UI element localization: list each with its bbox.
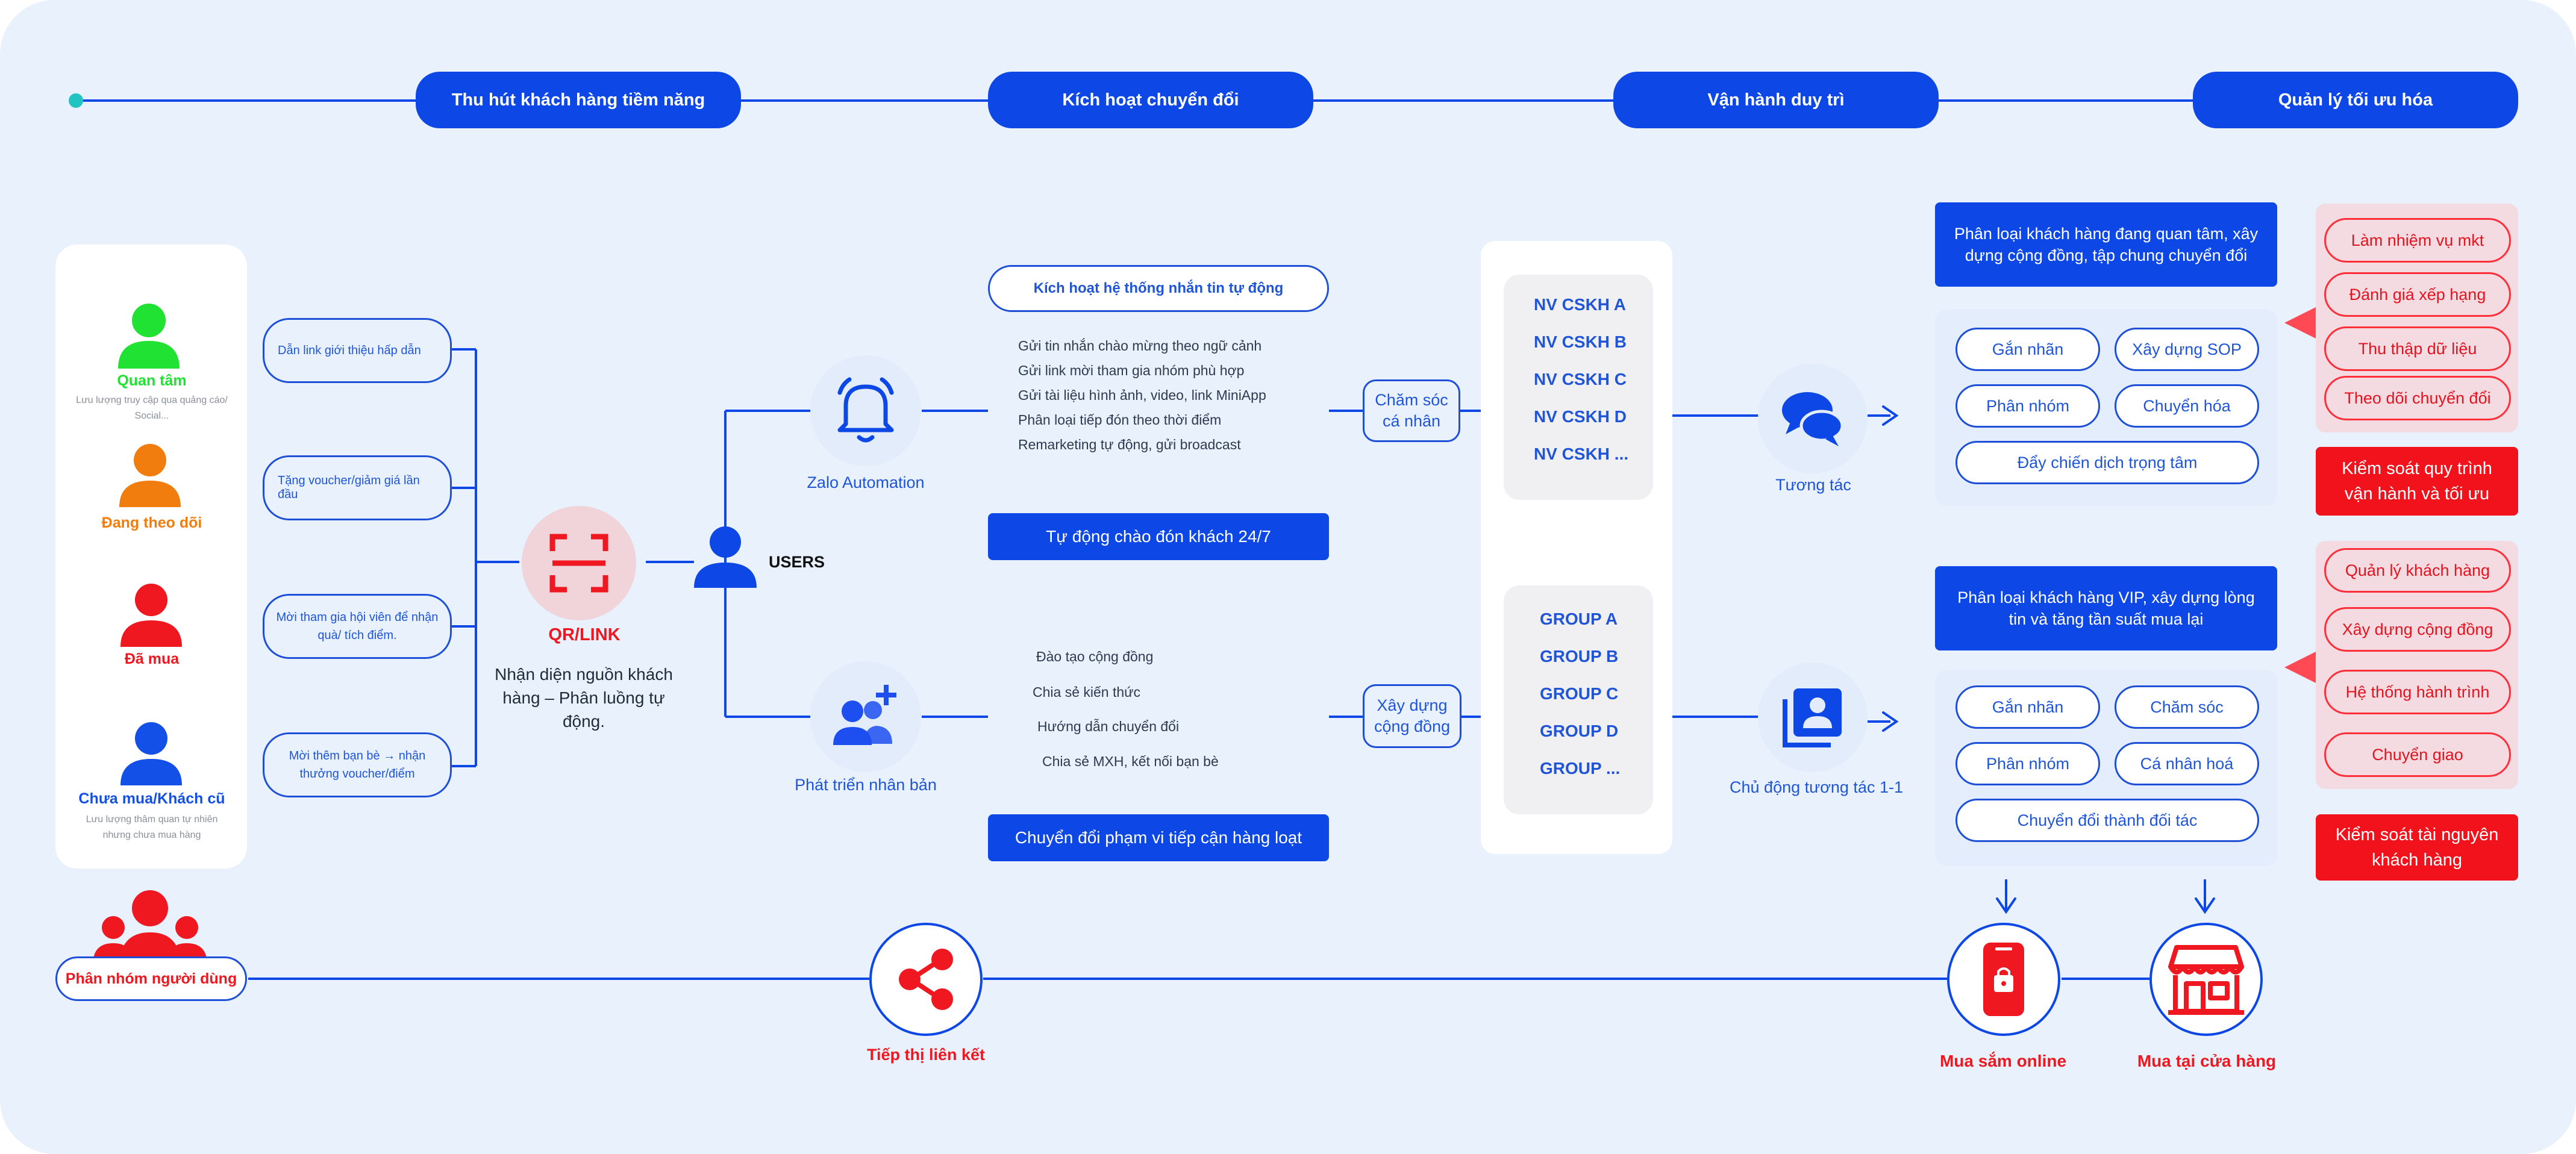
dev-footer[interactable]: Chuyển đổi phạm vi tiếp cận hàng loạt bbox=[988, 814, 1329, 861]
zalo-action: Gửi link mời tham gia nhóm phù hợp bbox=[1018, 363, 1245, 378]
group-item[interactable]: GROUP B bbox=[1540, 647, 1619, 666]
manage-top-box[interactable]: Kiểm soát quy trình vận hành và tối ưu bbox=[2316, 447, 2518, 516]
ops-tag[interactable]: Gắn nhãn bbox=[1955, 328, 2100, 371]
staff-list bbox=[1504, 275, 1653, 500]
zalo-action: Gửi tài liệu hình ảnh, video, link MiniA… bbox=[1018, 387, 1266, 403]
ops-tag[interactable]: Gắn nhãn bbox=[1955, 685, 2100, 729]
manage-item[interactable]: Làm nhiệm vụ mkt bbox=[2324, 218, 2511, 263]
source-pill[interactable]: Mời tham gia hội viên để nhận quà/ tích … bbox=[263, 594, 452, 659]
qr-title: QR/LINK bbox=[548, 625, 621, 644]
interact-label: Tương tác bbox=[1775, 476, 1851, 494]
add-users-icon[interactable] bbox=[810, 661, 921, 772]
user-group-icon bbox=[93, 889, 207, 967]
phase-optimize[interactable]: Quản lý tối ưu hóa bbox=[2193, 72, 2518, 128]
qr-scan-icon[interactable] bbox=[522, 506, 636, 620]
group-item[interactable]: GROUP D bbox=[1540, 722, 1619, 740]
ops-bottom-header[interactable]: Phân loại khách hàng VIP, xây dựng lòng … bbox=[1935, 566, 2277, 650]
zalo-label: Zalo Automation bbox=[807, 473, 925, 491]
ops-tag[interactable]: Phân nhóm bbox=[1955, 742, 2100, 785]
customer-label: Đang theo dõi bbox=[101, 514, 202, 531]
segment-button[interactable]: Phân nhóm người dùng bbox=[55, 956, 247, 1001]
manage-item[interactable]: Đánh giá xếp hạng bbox=[2324, 272, 2511, 317]
customer-desc: Lưu lượng thâm quan tự nhiên nhưng chưa … bbox=[86, 814, 218, 840]
staff-item[interactable]: NV CSKH A bbox=[1534, 295, 1626, 314]
online-label: Mua sắm online bbox=[1939, 1052, 2067, 1070]
staff-item[interactable]: NV CSKH D bbox=[1534, 407, 1627, 426]
manage-bottom-panel bbox=[2316, 541, 2518, 789]
community-connector[interactable]: Xây dựng cộng đồng bbox=[1363, 684, 1462, 748]
chat-bubbles-icon[interactable] bbox=[1758, 364, 1868, 473]
zalo-action: Gửi tin nhắn chào mừng theo ngữ cảnh bbox=[1018, 338, 1262, 354]
group-list bbox=[1504, 585, 1653, 814]
contacts-icon[interactable] bbox=[1758, 663, 1868, 772]
personal-care-connector[interactable]: Chăm sóc cá nhân bbox=[1363, 379, 1460, 442]
group-item[interactable]: GROUP C bbox=[1540, 684, 1619, 703]
customer-desc: Lưu lượng truy cập qua quảng cáo/ Social… bbox=[76, 395, 228, 421]
manage-bottom-box[interactable]: Kiểm soát tài nguyên khách hàng bbox=[2316, 814, 2518, 881]
manage-top-panel bbox=[2316, 204, 2518, 432]
ops-tag[interactable]: Chuyển hóa bbox=[2115, 384, 2259, 428]
source-pill[interactable]: Tặng voucher/giảm giá lần đầu bbox=[263, 455, 452, 520]
qr-desc: Nhận diện nguồn khách hàng – Phân luồng … bbox=[495, 665, 673, 731]
user-icon bbox=[118, 582, 184, 647]
ops-wide-tag[interactable]: Chuyển đổi thành đối tác bbox=[1955, 799, 2259, 842]
phase-activate[interactable]: Kích hoạt chuyển đổi bbox=[988, 72, 1313, 128]
storefront-icon[interactable] bbox=[2149, 923, 2263, 1036]
phase-operate[interactable]: Vận hành duy trì bbox=[1613, 72, 1939, 128]
user-icon bbox=[692, 524, 759, 590]
staff-item[interactable]: NV CSKH C bbox=[1534, 370, 1627, 388]
bell-icon[interactable] bbox=[810, 355, 921, 466]
dev-actions-panel bbox=[988, 640, 1329, 789]
manage-item[interactable]: Quản lý khách hàng bbox=[2324, 548, 2511, 593]
customer-label: Chưa mua/Khách cũ bbox=[78, 790, 225, 807]
customer-label: Quan tâm bbox=[117, 372, 187, 389]
group-item[interactable]: GROUP A bbox=[1540, 610, 1618, 628]
source-pill[interactable]: Mời thêm bạn bè → nhận thưởng voucher/đi… bbox=[263, 732, 452, 797]
manage-item[interactable]: Xây dựng cộng đồng bbox=[2324, 607, 2511, 652]
ops-tag[interactable]: Cá nhân hoá bbox=[2115, 742, 2259, 785]
ops-tag[interactable]: Chăm sóc bbox=[2115, 685, 2259, 729]
phase-attract[interactable]: Thu hút khách hàng tiềm năng bbox=[416, 72, 741, 128]
users-label: USERS bbox=[769, 553, 825, 571]
share-icon[interactable] bbox=[869, 923, 983, 1036]
zalo-action: Phân loại tiếp đón theo thời điểm bbox=[1018, 412, 1222, 428]
user-icon bbox=[116, 301, 182, 369]
store-label: Mua tại cửa hàng bbox=[2137, 1052, 2277, 1070]
zalo-header[interactable]: Kích hoạt hệ thống nhắn tin tự động bbox=[988, 265, 1329, 312]
manage-item[interactable]: Theo dõi chuyển đổi bbox=[2324, 376, 2511, 420]
manage-item[interactable]: Thu thập dữ liệu bbox=[2324, 326, 2511, 371]
zalo-action: Remarketing tự động, gửi broadcast bbox=[1018, 437, 1241, 452]
affiliate-label: Tiếp thị liên kết bbox=[866, 1046, 986, 1064]
source-pill[interactable]: Dẫn link giới thiệu hấp dẫn bbox=[263, 318, 452, 383]
ops-top-header[interactable]: Phân loại khách hàng đang quan tâm, xây … bbox=[1935, 202, 2277, 287]
staff-item[interactable]: NV CSKH B bbox=[1534, 332, 1627, 351]
user-icon bbox=[117, 442, 183, 507]
dev-label: Phát triển nhân bản bbox=[795, 776, 937, 794]
customer-label: Đã mua bbox=[124, 650, 180, 667]
proactive-label: Chủ động tương tác 1-1 bbox=[1730, 778, 1903, 796]
manage-item[interactable]: Hệ thống hành trình bbox=[2324, 670, 2511, 714]
manage-item[interactable]: Chuyển giao bbox=[2324, 732, 2511, 777]
ops-tag[interactable]: Xây dựng SOP bbox=[2115, 328, 2259, 371]
ops-tag[interactable]: Phân nhóm bbox=[1955, 384, 2100, 428]
group-item[interactable]: GROUP ... bbox=[1540, 759, 1621, 778]
mobile-shopping-icon[interactable] bbox=[1947, 923, 2060, 1036]
dev-action: Đào tạo cộng đồng bbox=[1036, 649, 1154, 664]
dev-action: Hướng dẫn chuyển đổi bbox=[1037, 719, 1180, 734]
dev-action: Chia sẻ MXH, kết nối bạn bè bbox=[1042, 753, 1219, 769]
dev-action: Chia sẻ kiến thức bbox=[1033, 684, 1141, 700]
staff-item[interactable]: NV CSKH ... bbox=[1534, 444, 1629, 463]
user-icon bbox=[118, 720, 184, 785]
ops-wide-tag[interactable]: Đẩy chiến dịch trọng tâm bbox=[1955, 441, 2259, 484]
zalo-actions-panel bbox=[988, 332, 1329, 482]
zalo-footer[interactable]: Tự động chào đón khách 24/7 bbox=[988, 513, 1329, 560]
